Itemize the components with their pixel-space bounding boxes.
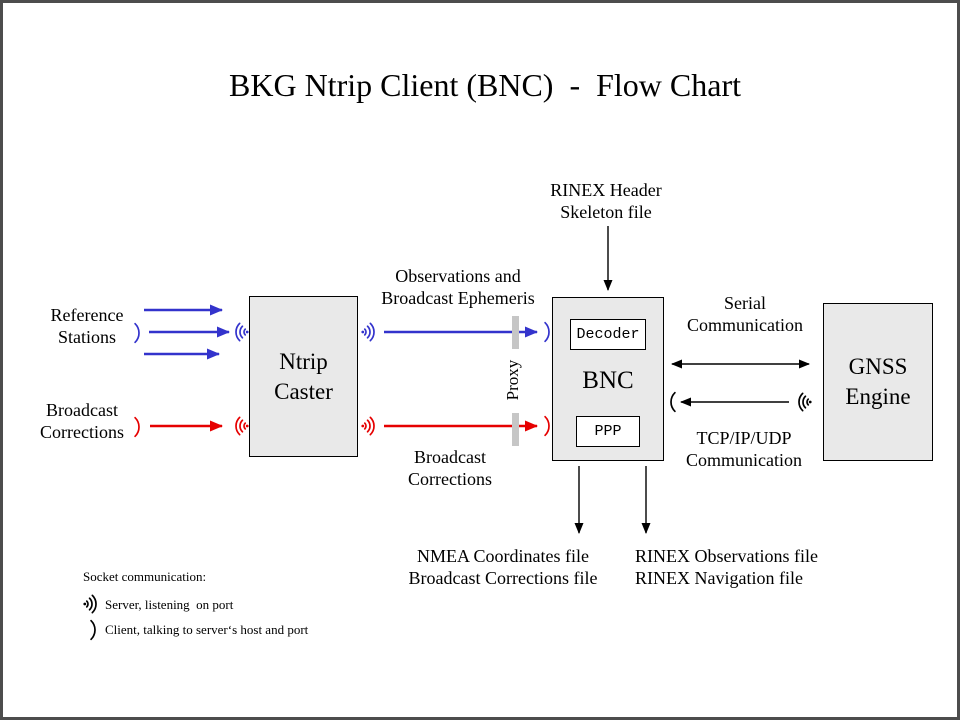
tcp-line1: TCP/IP/UDP xyxy=(696,428,792,448)
node-ntrip-caster: Ntrip Caster xyxy=(249,296,358,457)
node-decoder: Decoder xyxy=(570,319,646,350)
bnc-tcp-client-socket-icon xyxy=(670,391,676,413)
nmea-output-line1: NMEA Coordinates file xyxy=(417,546,589,566)
ntrip-caster-label-line2: Caster xyxy=(274,378,333,404)
label-serial-communication: Serial Communication xyxy=(687,292,803,336)
legend-server-socket-icon xyxy=(82,594,97,614)
ntrip-caster-label-line1: Ntrip xyxy=(279,348,328,374)
label-tcp-communication: TCP/IP/UDP Communication xyxy=(686,427,802,471)
legend-title: Socket communication: xyxy=(83,569,207,584)
label-rinex-output: RINEX Observations file RINEX Navigation… xyxy=(635,545,818,589)
reference-stations-line1: Reference xyxy=(50,305,124,325)
rinex-header-line2: Skeleton file xyxy=(560,202,652,222)
bnc-observations-client-socket-icon xyxy=(544,321,550,343)
ppp-label: PPP xyxy=(594,422,622,440)
caster-obs-in-server-socket-icon xyxy=(235,322,250,342)
caster-corr-out-server-socket-icon xyxy=(360,416,375,436)
observations-line1: Observations and xyxy=(395,266,521,286)
refstations-client-socket-icon xyxy=(134,322,140,344)
legend-server-item: Server, listening on port xyxy=(105,597,234,612)
tcp-line2: Communication xyxy=(686,450,802,470)
corrections-client-socket-icon xyxy=(134,416,140,438)
proxy-bar-bottom xyxy=(512,413,519,446)
label-broadcast-corrections-stream: Broadcast Corrections xyxy=(408,446,492,490)
legend-client-item: Client, talking to server‘s host and por… xyxy=(105,622,309,637)
node-bnc: Decoder BNC PPP xyxy=(552,297,664,461)
broadcast-corrections-input-line2: Corrections xyxy=(40,422,124,442)
label-reference-stations: Reference Stations xyxy=(51,304,124,348)
label-nmea-output: NMEA Coordinates file Broadcast Correcti… xyxy=(409,545,598,589)
broadcast-corrections-stream-line1: Broadcast xyxy=(414,447,486,467)
gnss-server-socket-icon xyxy=(798,392,813,412)
page-title: BKG Ntrip Client (BNC) - Flow Chart xyxy=(229,67,741,103)
node-gnss-engine: GNSS Engine xyxy=(823,303,933,461)
bnc-corrections-client-socket-icon xyxy=(544,415,550,437)
label-observations: Observations and Broadcast Ephemeris xyxy=(381,265,534,309)
caster-obs-out-server-socket-icon xyxy=(360,322,375,342)
diagram-connectors xyxy=(82,226,813,641)
rinex-output-line1: RINEX Observations file xyxy=(635,546,818,566)
broadcast-corrections-input-line1: Broadcast xyxy=(46,400,118,420)
broadcast-corrections-stream-line2: Corrections xyxy=(408,469,492,489)
decoder-label: Decoder xyxy=(576,325,640,343)
label-rinex-header: RINEX Header Skeleton file xyxy=(550,179,661,223)
reference-stations-line2: Stations xyxy=(57,327,117,347)
proxy-label: Proxy xyxy=(503,359,522,401)
rinex-header-line1: RINEX Header xyxy=(550,180,662,200)
observations-line2: Broadcast Ephemeris xyxy=(381,288,535,308)
bnc-label: BNC xyxy=(582,367,634,394)
serial-line2: Communication xyxy=(687,315,803,335)
serial-line1: Serial xyxy=(724,293,766,313)
nmea-output-line2: Broadcast Corrections file xyxy=(408,568,598,588)
gnss-engine-label-line1: GNSS xyxy=(848,354,908,379)
node-ppp: PPP xyxy=(576,416,640,447)
caster-corr-in-server-socket-icon xyxy=(235,416,250,436)
legend-client-socket-icon xyxy=(90,619,96,641)
rinex-output-line2: RINEX Navigation file xyxy=(635,568,803,588)
gnss-engine-label-line2: Engine xyxy=(845,384,911,409)
proxy-bar-top xyxy=(512,316,519,349)
label-broadcast-corrections-input: Broadcast Corrections xyxy=(40,399,124,443)
